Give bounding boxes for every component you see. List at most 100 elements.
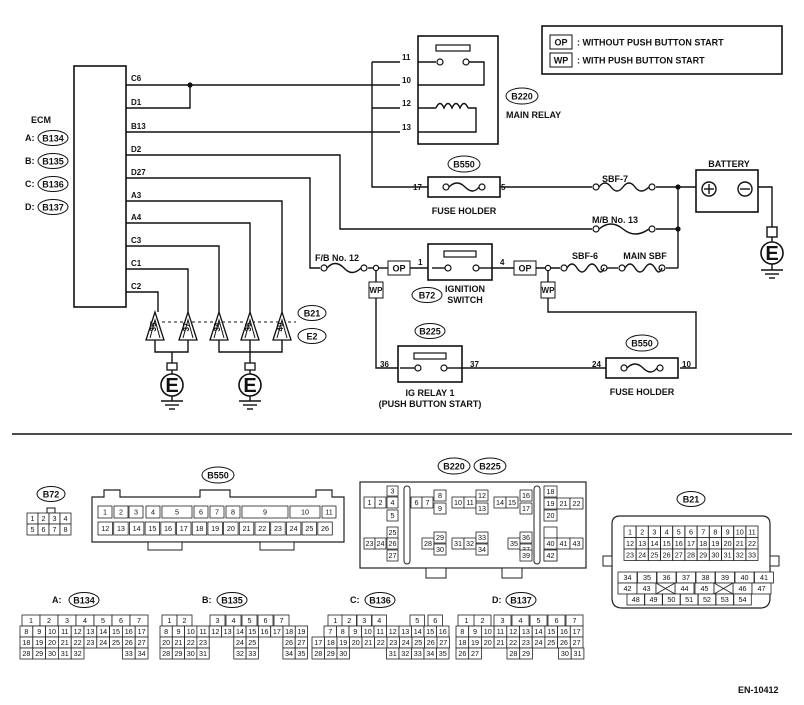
- connector-pin-label: 16: [261, 627, 269, 636]
- connector-pin-cell: [543, 549, 558, 562]
- connector-pin-label: 26: [663, 550, 671, 559]
- connector-pin-label: 42: [547, 551, 555, 560]
- connector-pin-cell: [745, 548, 759, 561]
- ignition-switch: 1 4 B72 IGNITION SWITCH: [411, 243, 505, 305]
- connector-pin-cell: [421, 496, 434, 509]
- connector-pin-label: 12: [626, 539, 634, 548]
- connector-pin-label: 12: [211, 627, 219, 636]
- ground-connector-e2: E2: [306, 332, 317, 342]
- op-tag-left: OP: [392, 264, 405, 274]
- connector-pin-label: 31: [389, 649, 397, 658]
- connector-pin-label: 13: [522, 627, 530, 636]
- connector-pin-cell: [475, 502, 489, 515]
- battery-ground: E: [760, 226, 784, 279]
- fuse-holder-top-name: FUSE HOLDER: [432, 206, 497, 216]
- legend-op-code: OP: [554, 38, 567, 48]
- connector-pin-label: 18: [285, 627, 293, 636]
- ecm-code-a: B134: [42, 134, 64, 144]
- connector-pin-label: 17: [314, 638, 322, 647]
- connector-pin-cell: [570, 647, 585, 660]
- connector-pin-cell: [386, 537, 399, 550]
- connector-pin-label: 1: [168, 616, 172, 625]
- connector-pin-cell: [317, 521, 333, 536]
- connector-pin-label: 15: [547, 627, 555, 636]
- connector-pin-label: 29: [522, 649, 530, 658]
- ignition-switch-pin-1: 1: [418, 258, 423, 267]
- connector-pin-label: 3: [501, 616, 505, 625]
- connector-pin-label: 30: [187, 649, 195, 658]
- connector-pin-label: 8: [341, 627, 345, 636]
- connector-pin-label: 21: [61, 638, 69, 647]
- connector-pin-label: 33: [478, 533, 486, 542]
- connector-pin-label: 20: [227, 524, 235, 533]
- connector-pin-cell: [433, 531, 447, 544]
- connector-pin-cell: [254, 521, 270, 536]
- connector-pin-cell: [336, 647, 350, 660]
- connector-pin-label: 14: [414, 627, 422, 636]
- connector-pin-label: 21: [364, 638, 372, 647]
- connector-pin-cell: [301, 521, 318, 536]
- connector-pin-label: 19: [297, 627, 305, 636]
- connector-pin-label: 13: [401, 627, 409, 636]
- ecm-pin-b13: B13: [131, 122, 146, 131]
- connector-pin-label: 3: [391, 487, 395, 496]
- connector-pin-label: 27: [675, 550, 683, 559]
- connector-pin-label: 25: [650, 550, 658, 559]
- connector-pin-label: 19: [547, 499, 555, 508]
- ground-pin-34: 34: [213, 322, 222, 331]
- connector-pin-label: 5: [391, 511, 395, 520]
- connector-pin-cell: [238, 521, 255, 536]
- connector-pin-label: 9: [263, 508, 267, 517]
- connector-pin-label: 54: [739, 595, 747, 604]
- connector-pin-label: 5: [415, 616, 419, 625]
- connector-pin-cell: [207, 521, 223, 536]
- legend: OP : WITHOUT PUSH BUTTON START WP : WITH…: [541, 25, 783, 75]
- connector-pin-label: 37: [682, 573, 690, 582]
- connector-pin-label: 23: [389, 638, 397, 647]
- connector-pin-label: 31: [454, 539, 462, 548]
- connector-pin-cell: [59, 523, 72, 536]
- connector-pin-cell: [374, 496, 387, 509]
- connector-pin-label: 8: [713, 527, 717, 536]
- connector-pin-label: 9: [438, 504, 442, 513]
- connector-pin-label: 13: [638, 539, 646, 548]
- connector-pin-label: 24: [638, 550, 646, 559]
- connector-pin-label: 2: [640, 527, 644, 536]
- connector-pin-label: 30: [561, 649, 569, 658]
- b225-view-code: B225: [479, 462, 501, 472]
- connector-pin-label: 18: [547, 487, 555, 496]
- connector-pin-label: 35: [439, 649, 447, 658]
- main-relay-pin-11: 11: [402, 53, 411, 62]
- connector-pin-cell: [433, 489, 447, 502]
- connector-pin-label: 33: [748, 550, 756, 559]
- connector-pin-cell: [294, 647, 308, 660]
- connector-pin-label: 9: [176, 627, 180, 636]
- connector-pin-label: 10: [736, 527, 744, 536]
- connector-pin-label: 20: [547, 511, 555, 520]
- connector-pin-label: 13: [117, 524, 125, 533]
- legend-wp-text: : WITH PUSH BUTTON START: [577, 56, 705, 66]
- connector-pin-cell: [321, 505, 337, 519]
- connector-pin-label: 16: [439, 627, 447, 636]
- connector-pin-cell: [433, 502, 447, 515]
- connector-pin-label: 25: [112, 638, 120, 647]
- connector-pin-label: 1: [31, 514, 35, 523]
- connector-pin-label: 3: [362, 616, 366, 625]
- connector-pin-label: 12: [101, 524, 109, 533]
- connector-pin-label: 51: [685, 595, 693, 604]
- connector-pin-label: 17: [687, 539, 695, 548]
- connector-pin-label: 14: [535, 627, 543, 636]
- ecm-pin-d2: D2: [131, 145, 142, 154]
- d-view-code: B137: [510, 596, 532, 606]
- connector-pin-label: 25: [414, 638, 422, 647]
- connector-pin-label: 30: [436, 545, 444, 554]
- connector-pin-label: 23: [274, 524, 282, 533]
- connector-pin-label: 28: [424, 539, 432, 548]
- connector-pin-label: 6: [689, 527, 693, 536]
- fuse-holder-bottom-pin-10: 10: [682, 360, 691, 369]
- connector-pin-label: 24: [402, 638, 410, 647]
- connector-pin-label: 30: [339, 649, 347, 658]
- main-relay-pin-12: 12: [402, 99, 411, 108]
- ecm-pin-a4: A4: [131, 213, 142, 222]
